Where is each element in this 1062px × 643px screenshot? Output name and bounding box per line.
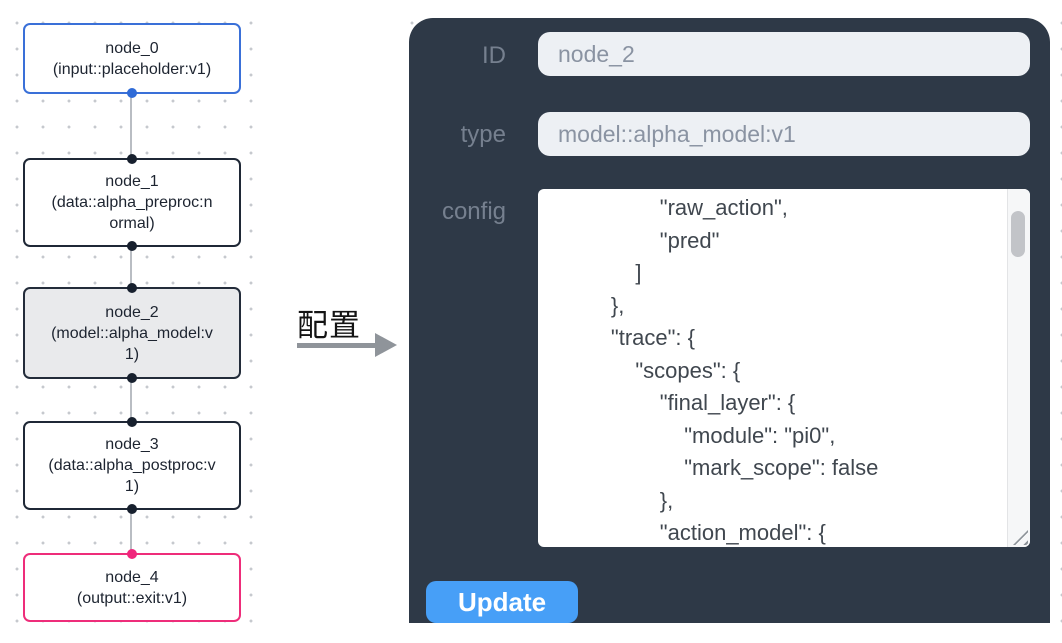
node-type-label: (model::alpha_model:v1)	[51, 324, 213, 363]
id-field-label: ID	[482, 42, 506, 69]
edge-node3-node4	[130, 510, 132, 553]
flow-node-node_2-selected[interactable]: node_2 (model::alpha_model:v1)	[23, 283, 241, 383]
node-id-label: node_1	[105, 173, 159, 190]
update-button[interactable]: Update	[426, 581, 578, 623]
right-arrow-icon	[297, 343, 377, 348]
target-handle-icon[interactable]	[127, 549, 137, 559]
flow-node-node_3[interactable]: node_3 (data::alpha_postproc:v1)	[23, 417, 241, 514]
target-handle-icon[interactable]	[127, 154, 137, 164]
source-handle-icon[interactable]	[127, 373, 137, 383]
node-type-label: (data::alpha_preproc:normal)	[51, 194, 213, 232]
node-config-panel: ID type config "raw_action", "pred" ] },…	[409, 18, 1050, 623]
node-id-label: node_4	[105, 568, 159, 586]
config-textarea[interactable]: "raw_action", "pred" ] }, "trace": { "sc…	[538, 189, 1030, 547]
flow-canvas[interactable]: node_0 (input::placeholder:v1) node_1 (d…	[0, 0, 272, 643]
right-arrow-head-icon	[375, 333, 397, 357]
flow-node-node_0[interactable]: node_0 (input::placeholder:v1)	[23, 23, 241, 98]
config-scrollbar-track[interactable]	[1007, 189, 1030, 547]
transition-label: 配置	[297, 308, 361, 343]
node-id-label: node_2	[105, 303, 159, 321]
type-input[interactable]	[538, 112, 1030, 156]
config-field-label: config	[441, 198, 506, 225]
source-handle-icon[interactable]	[127, 88, 137, 98]
node-id-label: node_0	[105, 39, 159, 57]
source-handle-icon[interactable]	[127, 241, 137, 251]
flow-node-node_4[interactable]: node_4 (output::exit:v1)	[23, 549, 241, 622]
flow-node-node_1[interactable]: node_1 (data::alpha_preproc:normal)	[23, 154, 241, 251]
node-type-label: (data::alpha_postproc:v1)	[48, 457, 216, 495]
edge-node1-node2	[130, 247, 132, 287]
node-id-label: node_3	[105, 436, 159, 453]
edge-node0-node1	[130, 94, 132, 158]
config-json-text[interactable]: "raw_action", "pred" ] }, "trace": { "sc…	[610, 195, 879, 545]
target-handle-icon[interactable]	[127, 417, 137, 427]
node-type-label: (input::placeholder:v1)	[52, 60, 212, 78]
type-field-label: type	[460, 121, 506, 148]
id-input[interactable]	[538, 32, 1030, 76]
target-handle-icon[interactable]	[127, 283, 137, 293]
source-handle-icon[interactable]	[127, 504, 137, 514]
config-canvas: ID type config "raw_action", "pred" ] },…	[395, 0, 1062, 623]
edge-node2-node3	[130, 379, 132, 421]
config-scrollbar-thumb[interactable]	[1011, 211, 1025, 257]
node-type-label: (output::exit:v1)	[76, 589, 188, 607]
